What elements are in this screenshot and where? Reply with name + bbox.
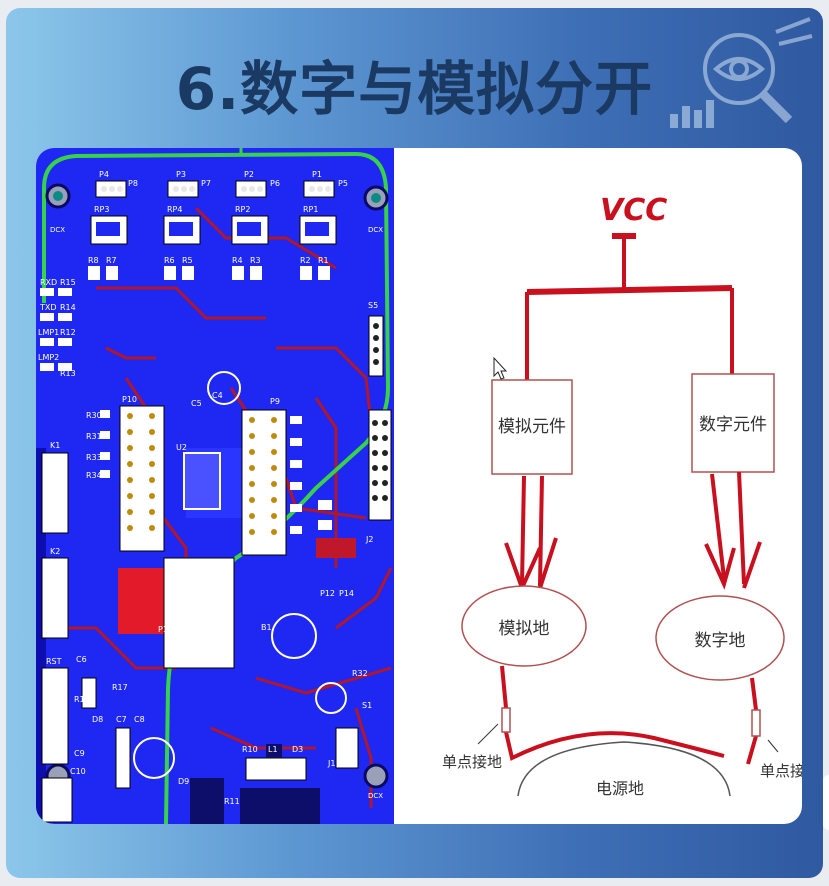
pcb-label-dcx-tr: DCX	[368, 226, 383, 234]
pcb-ref: J2	[365, 535, 373, 544]
pcb-ref: P10	[122, 395, 137, 404]
pcb-ref: R31	[86, 432, 102, 441]
vcc-label: VCC	[600, 193, 667, 228]
pcb-ref: K1	[50, 441, 60, 450]
digital-ground-node	[655, 595, 785, 681]
pcb-ref: L1	[268, 745, 278, 754]
pcb-ref: RXD	[40, 278, 57, 287]
pcb-ref: R30	[86, 411, 102, 420]
pcb-ref: R6	[164, 256, 175, 265]
pcb-ref: D8	[92, 715, 103, 724]
pcb-ref: P12	[320, 589, 335, 598]
pcb-ref: LMP1	[38, 328, 59, 337]
pcb-ref: RP2	[235, 205, 250, 214]
analog-ground-label: 模拟地	[499, 619, 550, 639]
pcb-ref: C10	[70, 767, 86, 776]
pcb-ref: P7	[201, 179, 211, 188]
pcb-ref: P6	[270, 179, 280, 188]
pcb-ref: R5	[182, 256, 193, 265]
analog-ground-node	[461, 585, 587, 667]
slide-title: 6.数字与模拟分开	[175, 55, 654, 123]
pcb-ref: R1	[318, 256, 329, 265]
pcb-ref: R17	[112, 683, 128, 692]
digital-component-label: 数字元件	[699, 415, 767, 435]
pcb-ref: P9	[270, 397, 280, 406]
pcb-ref: LMP2	[38, 353, 59, 362]
pcb-ref: C6	[76, 655, 87, 664]
digital-component-box	[691, 373, 775, 473]
content-panel: DCX DCX DCX DCX P4 P3 P2 P1 P8 P7 P6 P5 …	[36, 148, 802, 824]
pcb-ref: R7	[106, 256, 117, 265]
pcb-ref: C7	[116, 715, 127, 724]
analog-component-box	[491, 379, 573, 475]
pcb-layout-image: DCX DCX DCX DCX P4 P3 P2 P1 P8 P7 P6 P5 …	[36, 148, 394, 824]
pcb-ref: R2	[300, 256, 311, 265]
pcb-label-dcx-tl: DCX	[50, 226, 65, 234]
pcb-ref: P2	[244, 170, 254, 179]
pcb-ref: P5	[338, 179, 348, 188]
pcb-ref: U3	[116, 739, 127, 748]
pcb-ref: P4	[99, 170, 109, 179]
pcb-ref: P3	[176, 170, 186, 179]
digital-ground-label: 数字地	[695, 631, 746, 651]
pcb-ref: J1	[327, 759, 335, 768]
pcb-ref: R32	[352, 669, 368, 678]
pcb-ref: R15	[60, 278, 76, 287]
pcb-ref: TXD	[39, 303, 57, 312]
pcb-ref: K2	[50, 547, 60, 556]
pcb-ref: R12	[60, 328, 76, 337]
pcb-ref: C4	[212, 391, 223, 400]
magnifier-eye-icon	[670, 17, 813, 128]
pcb-ref: R11	[224, 797, 240, 806]
pcb-ref: P11	[158, 625, 173, 634]
pcb-ref: C9	[74, 749, 85, 758]
pcb-label-dcx-br: DCX	[368, 792, 383, 800]
pcb-ref: RP3	[94, 205, 109, 214]
power-ground-label: 电源地	[596, 779, 644, 798]
analog-component-label: 模拟元件	[498, 417, 566, 437]
pcb-ref: C5	[191, 399, 202, 408]
pcb-ref: RST	[46, 657, 62, 666]
pcb-ref: S5	[368, 301, 378, 310]
pcb-ref: R14	[60, 303, 76, 312]
single-point-ground-right-label: 单点接地	[760, 762, 802, 780]
pcb-ref: U2	[176, 443, 187, 452]
pcb-ref: R34	[86, 471, 102, 480]
power-ground-node	[517, 741, 731, 797]
pcb-ref: P8	[128, 179, 138, 188]
pcb-ref: P1	[312, 170, 322, 179]
pcb-ref: R8	[88, 256, 99, 265]
pcb-ref: B1	[261, 623, 272, 632]
pcb-label-dcx-bl: DCX	[50, 792, 65, 800]
pcb-ref: R3	[250, 256, 261, 265]
pcb-ref: P14	[339, 589, 354, 598]
mouse-cursor-icon	[493, 356, 508, 380]
grounding-diagram: VCC 模拟元件 数字元件 模拟地 数字地	[442, 193, 802, 798]
single-point-ground-left-label: 单点接地	[442, 753, 502, 771]
pcb-ref: R16	[74, 695, 90, 704]
pcb-ref: R13	[60, 369, 76, 378]
pcb-ref: D9	[178, 777, 189, 786]
pcb-ref: C8	[134, 715, 145, 724]
pcb-ref: S1	[362, 701, 372, 710]
pcb-ref: R10	[242, 745, 258, 754]
pcb-ref: RP1	[303, 205, 318, 214]
pcb-ref: R33	[86, 453, 102, 462]
pcb-ref: RP4	[167, 205, 182, 214]
pcb-ref: D3	[292, 745, 303, 754]
pcb-ref: R4	[232, 256, 243, 265]
side-panel-tab[interactable]	[823, 775, 829, 830]
